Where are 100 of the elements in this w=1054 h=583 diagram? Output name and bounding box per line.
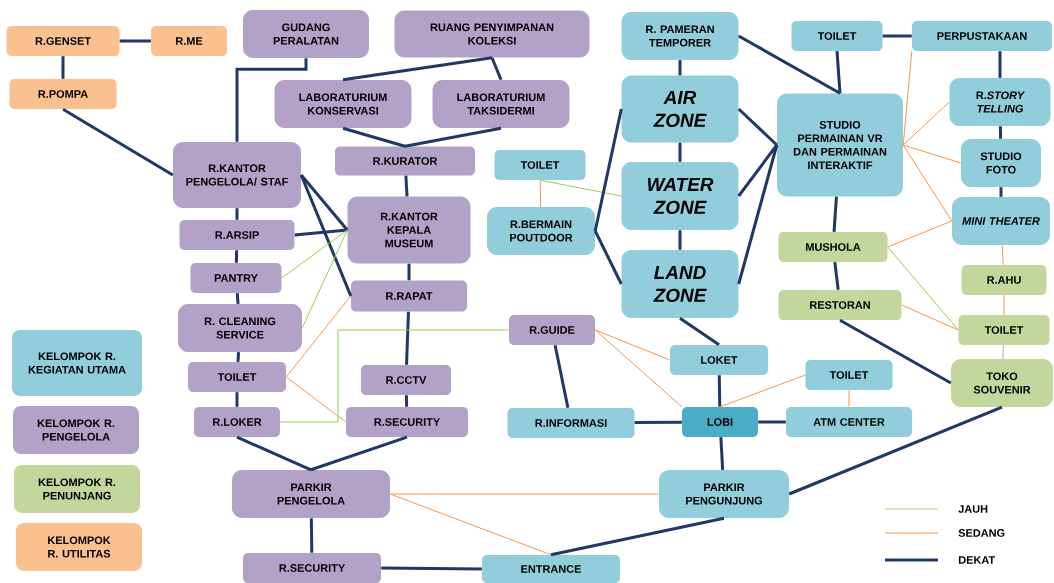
connector-line [404,395,409,407]
connector-line [550,516,725,557]
room-box: TOKO SOUVENIR [951,359,1053,407]
connector-line [404,126,502,148]
connector-line [901,304,959,331]
room-box: AIR ZONE [621,75,739,143]
room-box: R.INFORMASI [507,408,635,438]
connector-line [737,107,778,147]
connector-line [539,179,542,208]
connector-line [310,435,408,472]
room-box: LABORATURIUM TAKSIDERMI [432,80,570,128]
room-box: LABORATURIUM KONSERVASI [274,80,412,128]
connector-line [300,174,349,231]
connector-line [678,142,682,162]
connector-line [1001,244,1004,266]
connector-line [235,392,239,407]
connector-line [882,34,912,38]
connector-line [998,51,1002,78]
room-box: R.GUIDE [509,315,595,345]
connector-line [887,246,959,331]
room-box: LOBI [682,407,758,437]
connector-line [833,262,840,290]
connector-line [848,389,850,408]
room-box: MUSHOLA [778,232,888,262]
connector-line [1002,344,1004,360]
connector-line [678,230,682,250]
connector-line [1003,294,1005,316]
room-box: LOKET [670,345,768,375]
legend-label: JAUH [958,505,988,513]
room-box: GUDANG PERALATAN [243,10,369,58]
connector-line [404,175,409,197]
room-box: R.CCTV [361,365,451,395]
connector-line [119,39,151,43]
room-box: STUDIO FOTO [961,139,1041,187]
connector-line [405,311,410,365]
connector-line [719,437,725,470]
room-box: R. PAMERAN TEMPORER [621,12,739,60]
connector-line [835,51,842,94]
connector-line [235,58,308,142]
room-box: RUANG PENYIMPANAN KOLEKSI [394,10,590,58]
legend-label: DEKAT [958,556,995,564]
legend-box: KELOMPOK R. PENUNJANG [14,465,140,513]
connector-line [678,60,682,76]
room-box: PARKIR PENGUNJUNG [659,470,789,518]
room-box: R. CLEANING SERVICE [178,304,302,352]
connector-line [381,566,482,571]
room-box: R.KURATOR [335,146,475,176]
connector-line [407,263,411,281]
room-box: PANTRY [190,263,282,293]
room-box: STUDIO PERMAINAN VR DAN PERMAINAN INTERAKTIF [777,93,903,197]
room-box: WATER ZONE [621,162,739,230]
connector-line [737,34,841,95]
connector-line [839,318,952,385]
connector-line [62,107,174,177]
room-box: ENTRANCE [482,555,620,583]
legend-box: KELOMPOK R. PENGELOLA [13,406,139,454]
connector-line [235,208,239,220]
room-box: LAND ZONE [621,250,739,318]
room-box: R.ME [151,26,227,56]
room-box: R.RAPAT [351,280,467,312]
room-box: PERPUSTAKAAN [912,21,1052,51]
connector-line [309,518,314,553]
connector-line [285,376,347,423]
connector-line [998,126,1003,139]
room-box: R.GENSET [6,26,120,56]
room-box: R.LOKER [194,407,280,437]
connector-line [594,329,671,361]
connector-line [902,50,913,146]
room-box: R.STORY TELLING [949,78,1051,126]
connector-line [235,293,240,304]
connector-line [902,144,953,222]
connector-line [236,352,241,362]
room-box: R.KANTOR PENGELOLA/ STAF [173,142,301,208]
connector-line [490,57,503,81]
connector-line [634,420,682,425]
room-box: R.KANTOR KEPALA MUSEUM [347,196,471,264]
connector-line [788,405,1003,496]
connector-line [299,174,353,297]
room-box: TOILET [494,150,586,180]
connector-line [61,56,65,79]
connector-line [294,228,348,237]
connector-line [719,374,806,408]
room-box: TOILET [958,315,1050,345]
connector-line [594,329,683,408]
connector-line [236,435,312,472]
connector-line [389,493,660,495]
connector-line [281,229,348,279]
connector-line [234,250,239,263]
connector-line [593,108,623,232]
room-box: R.AHU [961,265,1047,295]
legend-box: KELOMPOK R. KEGIATAN UTAMA [12,330,142,396]
room-box: TOILET [791,21,883,51]
room-box: TOILET [188,362,286,392]
room-box: RESTORAN [778,290,902,320]
connector-line [593,230,623,285]
connector-line [279,329,510,423]
room-box: R.SECURITY [243,553,381,583]
legend-box: KELOMPOK R. UTILITAS [16,523,142,571]
room-box: ATM CENTER [786,407,912,437]
connector-line [737,144,779,285]
